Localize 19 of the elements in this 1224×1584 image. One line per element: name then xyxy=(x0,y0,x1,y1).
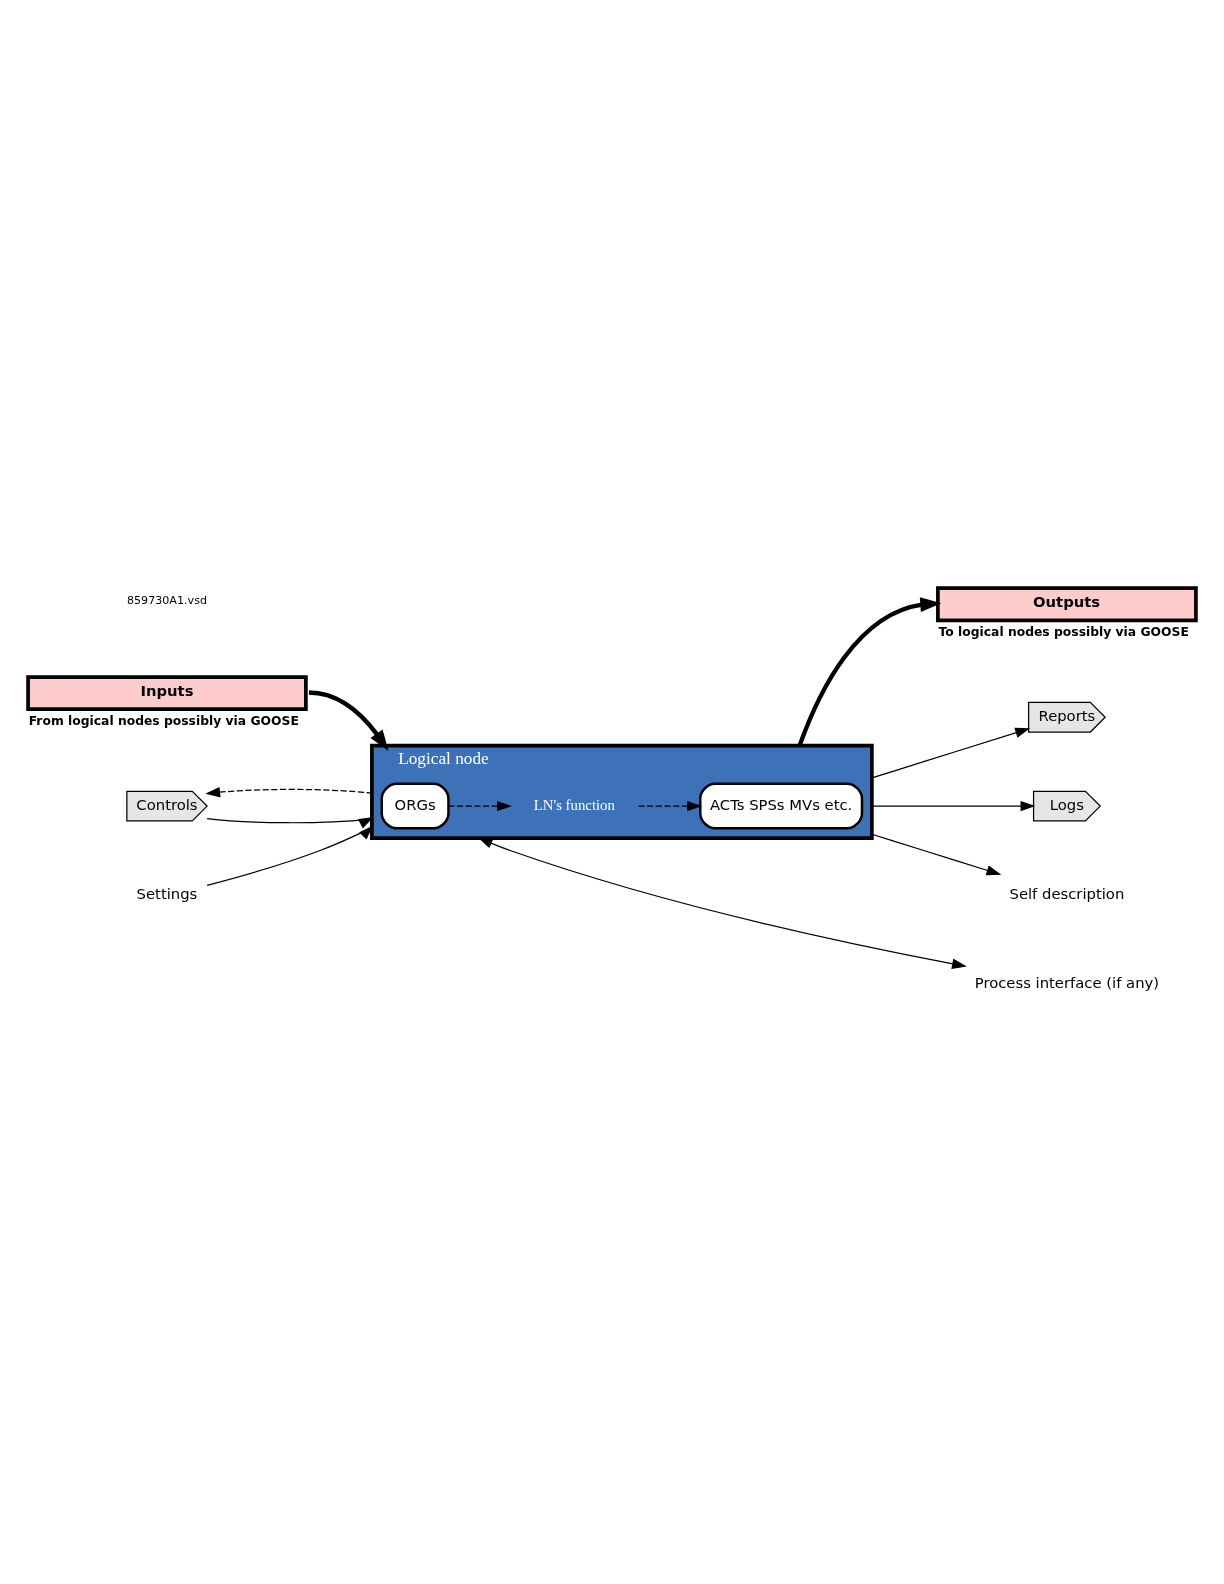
node-text: LN's function xyxy=(533,796,615,813)
arrow xyxy=(637,800,702,811)
node-box: ORGs xyxy=(380,782,450,830)
node-label: To logical nodes possibly via GOOSE xyxy=(938,624,1189,639)
arrow xyxy=(871,833,1002,875)
node-label: From logical nodes possibly via GOOSE xyxy=(28,713,299,728)
node-text: Self description xyxy=(1009,884,1125,902)
arrow xyxy=(206,816,374,828)
node-text: Settings xyxy=(136,884,198,902)
arrow xyxy=(206,824,374,886)
label: 859730A1.vsd xyxy=(126,593,207,607)
arrow xyxy=(871,800,1036,811)
arrow xyxy=(308,689,389,751)
node-text: Process interface (if any) xyxy=(974,973,1160,991)
arrow xyxy=(797,596,942,746)
arrow xyxy=(205,786,373,797)
arrow xyxy=(871,727,1031,779)
node-box: ACTs SPSs MVs etc. xyxy=(699,782,864,830)
arrow xyxy=(447,800,512,811)
